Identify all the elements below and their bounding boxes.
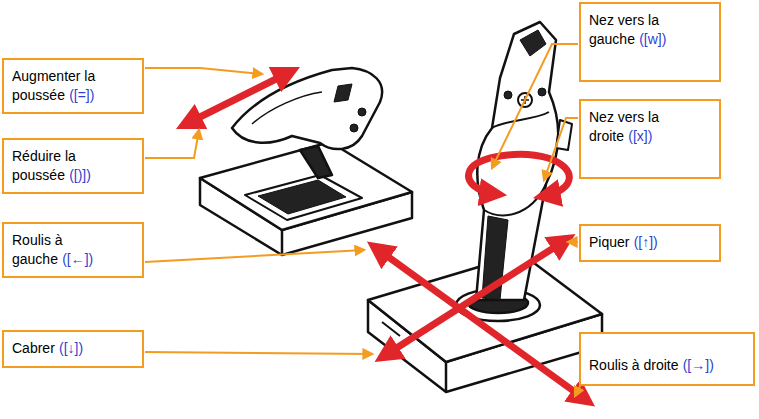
key-binding: ([↓]) [59, 340, 83, 356]
key-binding: ([=]) [69, 87, 94, 103]
key-binding: ([)]) [69, 167, 91, 183]
callout-box: Réduire la poussée([)]) [2, 138, 144, 194]
key-binding: ([w]) [639, 31, 666, 47]
callout-box: Augmenter la poussée([=]) [2, 58, 144, 114]
key-binding: ([←]) [62, 251, 93, 267]
throttle-unit [200, 68, 412, 255]
key-binding: ([→]) [683, 357, 714, 373]
key-binding: ([x]) [628, 128, 652, 144]
callout-box: Cabrer([↓]) [2, 330, 144, 368]
motion-arrows [186, 72, 586, 400]
action-label: Roulis à gauche [12, 232, 63, 267]
action-label: Cabrer [12, 340, 55, 356]
callout-box: Roulis à gauche([←]) [2, 222, 144, 278]
action-label: Piquer [589, 234, 629, 250]
callout-box: Nez vers la droite([x]) [579, 99, 721, 179]
callout-box: Piquer ([↑]) [579, 224, 721, 262]
joystick-unit [368, 22, 602, 392]
leader-lines [145, 44, 585, 396]
callout-box: Nez vers la gauche([w]) [579, 2, 721, 82]
callout-box: Roulis à droite([→]) [579, 332, 755, 386]
key-binding: ([↑]) [634, 234, 658, 250]
action-label: Réduire la poussée [12, 148, 76, 183]
action-label: Roulis à droite [589, 357, 679, 373]
